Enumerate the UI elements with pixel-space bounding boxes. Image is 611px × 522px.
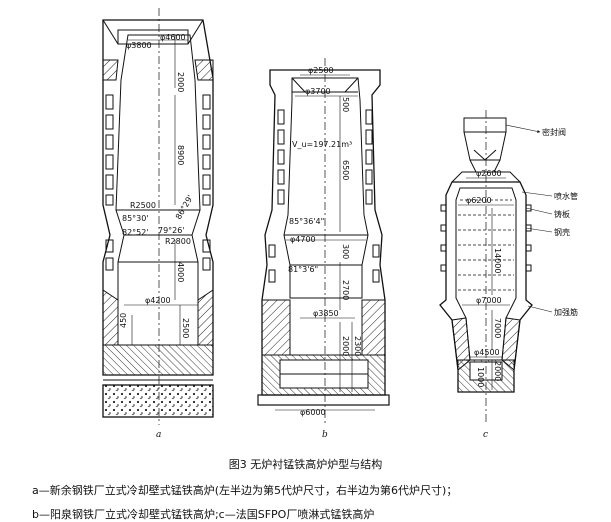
dim-c-throat: φ2600	[476, 169, 502, 178]
dim-c-hearth-height: 2000	[493, 361, 502, 381]
dim-a-hearth-height: 2500	[181, 318, 190, 338]
dim-a-stack: 8900	[176, 145, 185, 165]
dim-c-hearth: φ4500	[474, 348, 500, 357]
dim-b-belly-height: 300	[341, 244, 350, 259]
dim-c-bosh-height: 7000	[493, 318, 502, 338]
dim-b-top: φ2500	[308, 66, 334, 75]
dim-b-hearth: φ3850	[313, 309, 339, 318]
dim-c-bottom: 1000	[476, 367, 485, 387]
dim-a-hearth: φ4200	[145, 296, 171, 305]
dim-a-taphole: 450	[119, 313, 128, 328]
dim-b-volume: V_u=197.21m³	[292, 140, 352, 149]
subfigure-b-letter: b	[322, 430, 328, 440]
dim-b-hearth-height: 2000	[341, 336, 350, 356]
dim-a-angle-4: 79°26'	[158, 226, 185, 235]
label-cast-plate: 铸板	[554, 209, 570, 219]
furnace-c	[439, 110, 553, 425]
dim-a-throat-left: φ3800	[126, 41, 152, 50]
furnace-a	[102, 8, 214, 425]
dim-a-angle-2: 82°52'	[122, 228, 149, 237]
label-stiffener: 加强筋	[554, 307, 578, 317]
furnace-b-labels: φ2500 φ3700 500 V_u=197.21m³ 6500 85°36'…	[288, 66, 362, 440]
dim-a-angle-1: 85°30'	[122, 214, 149, 223]
label-sealing-valve: 密封阀	[542, 127, 566, 137]
label-steel-shell: 钢壳	[554, 227, 570, 237]
furnace-a-labels: φ3800 φ4600 2000 8900 R2500 85°30' 82°52…	[119, 33, 195, 440]
dim-a-angle-3: 86°29'	[174, 193, 195, 221]
dim-b-bottom: 2300	[353, 336, 362, 356]
dim-a-radius-1: R2500	[130, 201, 156, 210]
dim-b-throat-height: 500	[341, 97, 350, 112]
subfigure-a-letter: a	[156, 430, 161, 440]
dim-b-throat: φ3700	[305, 87, 331, 96]
dim-a-throat-right: φ4600	[160, 33, 186, 42]
dim-b-belly: φ4700	[290, 235, 316, 244]
furnace-c-labels: φ2600 φ6200 14000 φ7000 φ4500 7000 2000 …	[466, 127, 578, 440]
dim-b-stack: 6500	[341, 160, 350, 180]
figure-caption: 图3 无炉衬锰铁高炉炉型与结构	[228, 458, 383, 471]
dim-a-top: 2000	[176, 72, 185, 92]
furnace-b	[257, 58, 390, 425]
dim-a-radius-2: R2800	[165, 237, 191, 246]
furnace-figure: φ3800 φ4600 2000 8900 R2500 85°30' 82°52…	[102, 8, 578, 440]
legend-a: a—新余钢铁厂立式冷却壁式锰铁高炉(左半边为第5代炉尺寸，右半边为第6代炉尺寸)…	[32, 484, 458, 497]
subfigure-c-letter: c	[483, 430, 488, 440]
dim-c-bosh: φ7000	[476, 296, 502, 305]
dim-a-bosh: 4000	[176, 262, 185, 282]
legend-b: b—阳泉钢铁厂立式冷却壁式锰铁高炉;c—法国SFPO厂喷淋式锰铁高炉	[32, 508, 375, 521]
label-spray-pipe: 喷水管	[554, 191, 578, 201]
dim-c-stack: φ6200	[466, 196, 492, 205]
dim-b-bosh: 2700	[341, 280, 350, 300]
dim-b-angle-1: 85°36'4"	[289, 217, 324, 226]
dim-b-angle-2: 81°3'6"	[288, 265, 318, 274]
dim-c-height: 14000	[493, 248, 502, 273]
dim-b-base: φ6000	[300, 408, 326, 417]
